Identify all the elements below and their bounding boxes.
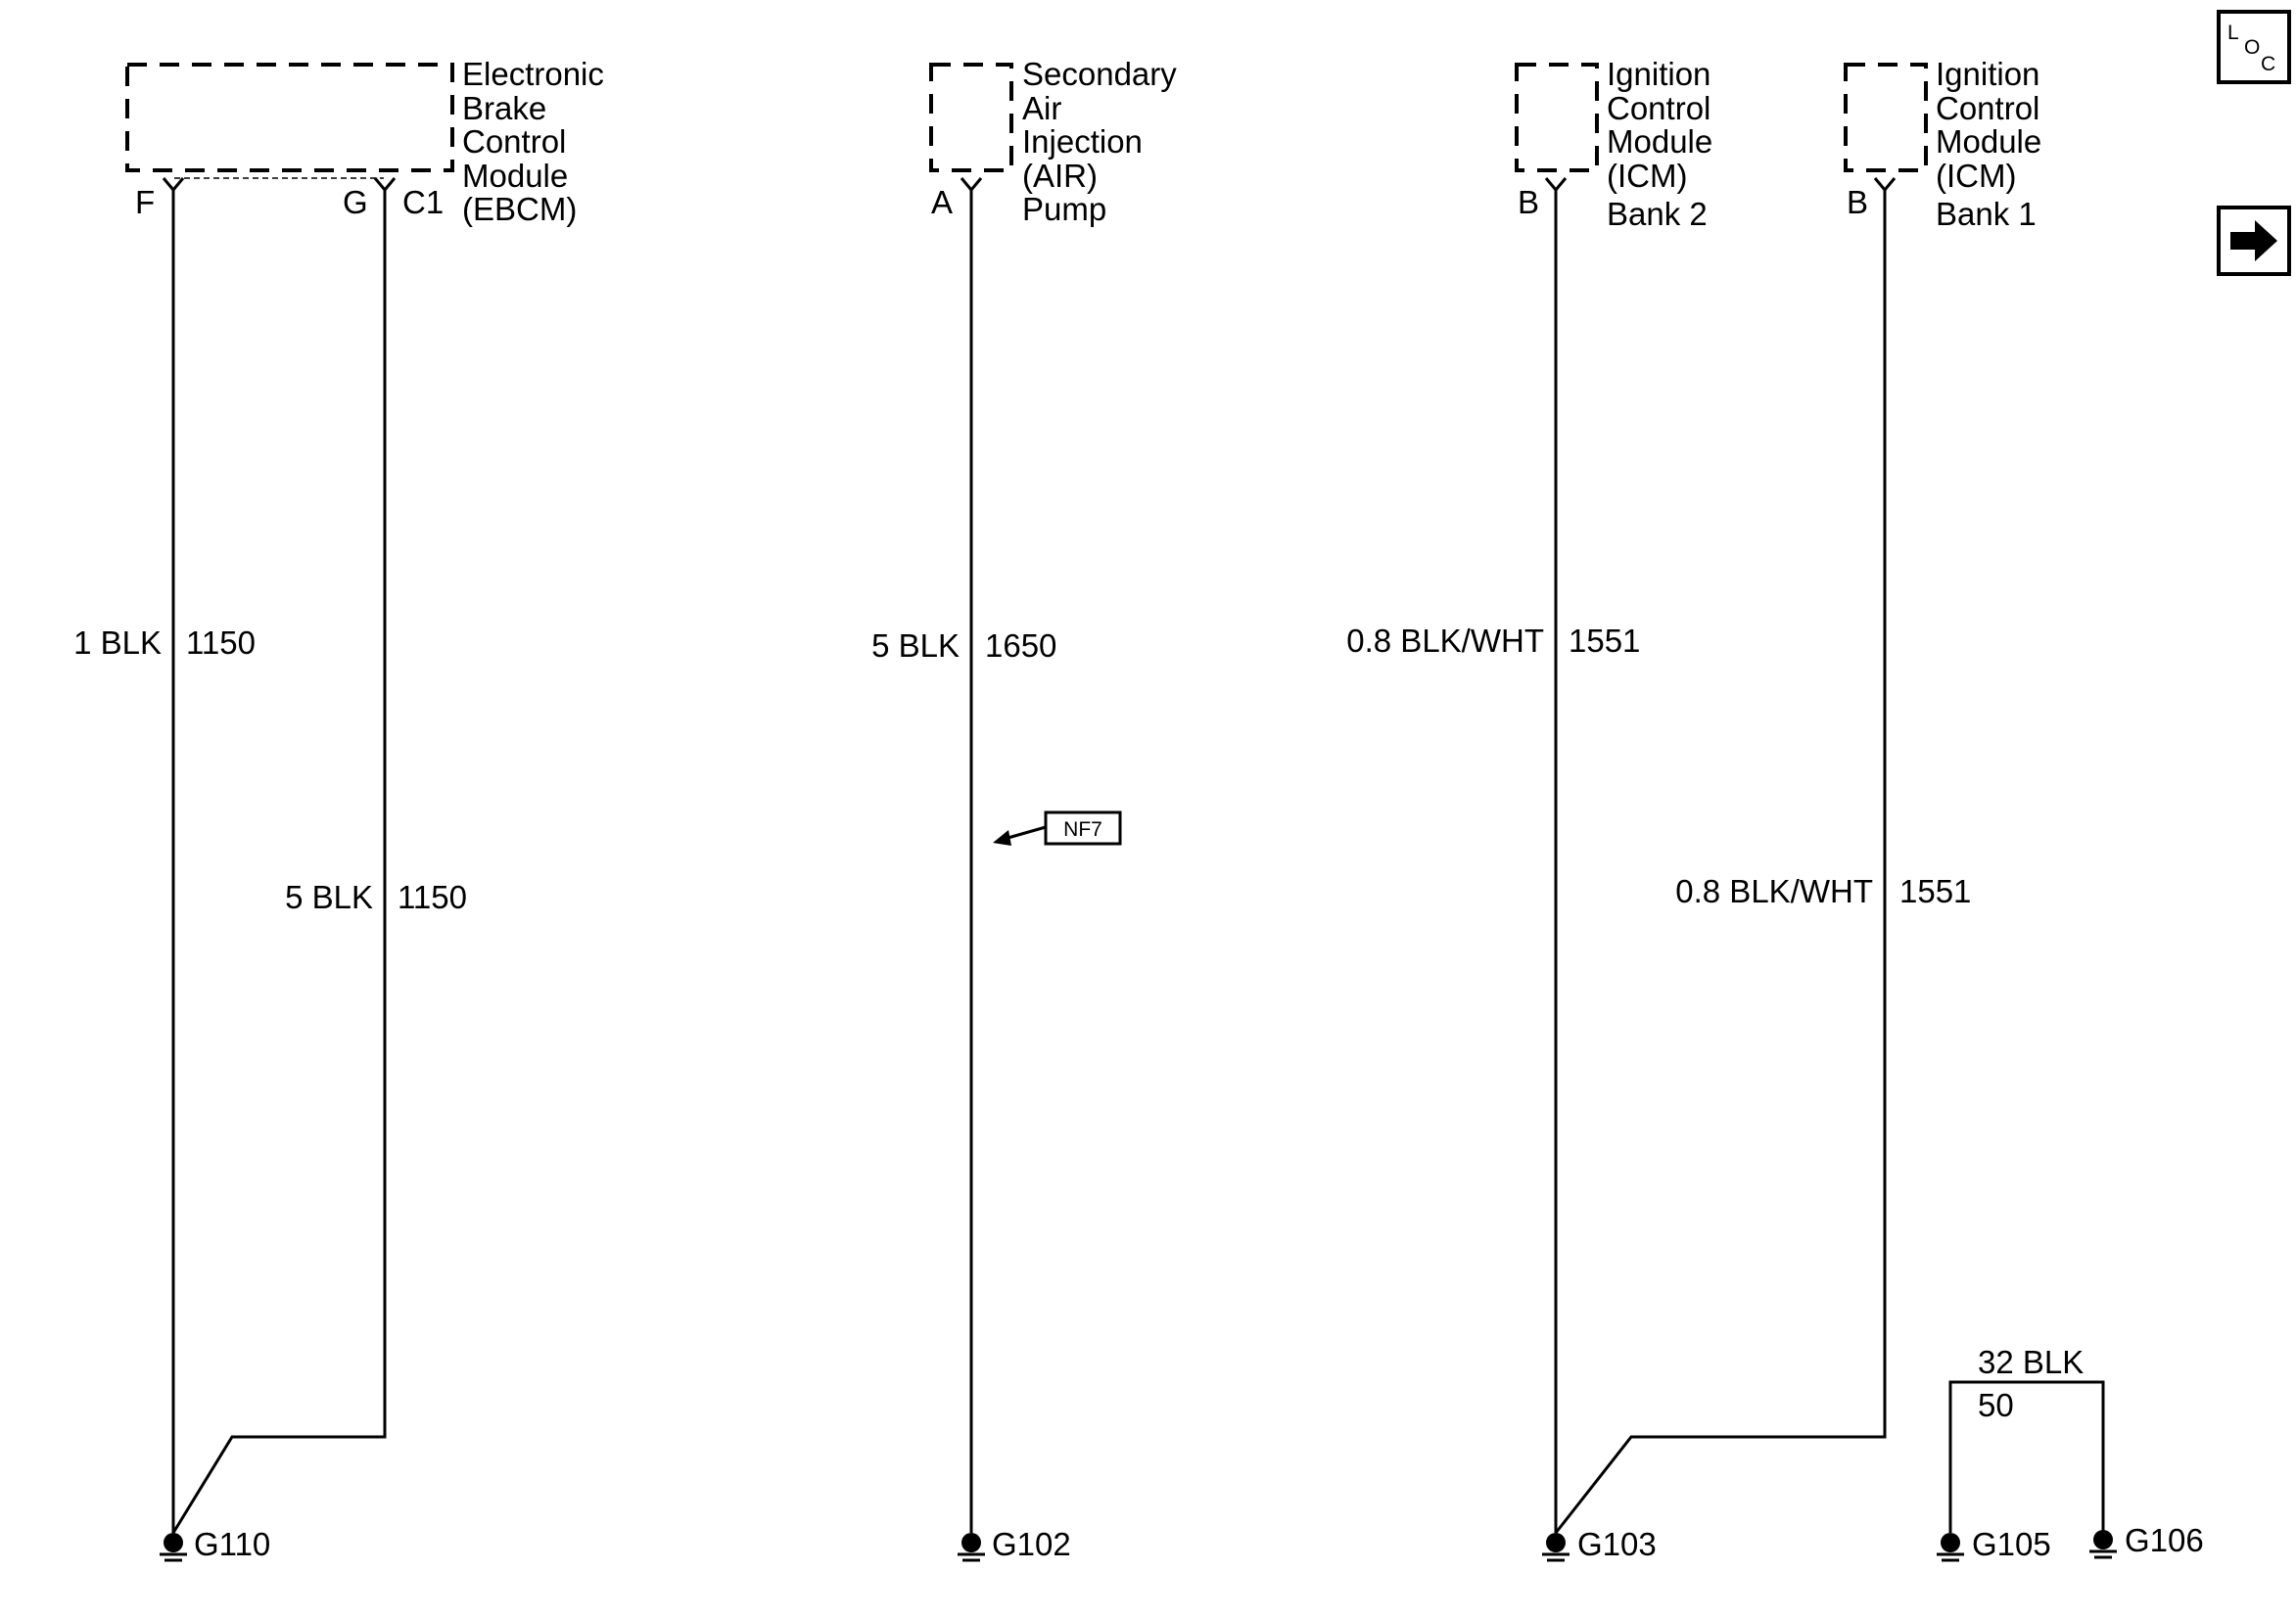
ebcm-pin-f-label: F (135, 184, 155, 220)
air-pump-pin-a-terminal (960, 177, 983, 193)
icm-bank2-name-line: Control (1607, 90, 1710, 126)
nf7-callout-leader (1004, 825, 1047, 841)
air-pump-name-line: Secondary (1022, 56, 1177, 92)
loc-letter: C (2261, 53, 2275, 75)
ebcm-outline (125, 63, 454, 172)
ground-icon (1542, 1533, 1570, 1562)
location-view-button[interactable]: L O C (2217, 10, 2291, 84)
ground-label: G106 (2125, 1522, 2204, 1558)
ground-label: G110 (194, 1526, 270, 1562)
ebcm-name-line: Electronic (462, 56, 604, 92)
ebcm-name-line: Module (462, 158, 568, 194)
icm-bank2-pin-b-terminal (1544, 177, 1568, 193)
icm-bank2-name-line: (ICM) (1607, 158, 1687, 194)
wire-label: 0.8 BLK/WHT (1675, 873, 1873, 909)
wire-icm-bank1 (1554, 190, 1887, 1534)
wire-circuit: 50 (1978, 1387, 2014, 1423)
air-pump-outline (929, 63, 1013, 172)
wire-label: 5 BLK (871, 627, 960, 664)
right-arrow-icon (2230, 220, 2277, 261)
loc-letter: O (2244, 36, 2260, 59)
nf7-callout[interactable]: NF7 (993, 810, 1122, 846)
icm-bank1-pin-b-label: B (1847, 184, 1868, 220)
ground-label: G102 (992, 1526, 1071, 1562)
ground-icon (160, 1533, 187, 1562)
ebcm-pin-f-terminal (162, 177, 185, 193)
air-pump-name-line: Pump (1022, 191, 1106, 227)
loc-letter: L (2227, 22, 2239, 44)
icm-bank2-pin-b-label: B (1518, 184, 1539, 220)
icm-bank1-component: Ignition Control Module (ICM) Bank 1 B (1844, 56, 2041, 232)
air-pump-name-line: Injection (1022, 123, 1143, 160)
wire-circuit: 1150 (186, 624, 256, 661)
icm-bank1-name-line: Ignition (1936, 56, 2039, 92)
icm-bank1-pin-b-terminal (1873, 177, 1897, 193)
wire-label: 1 BLK (73, 624, 162, 661)
icm-bank2-name-line: Ignition (1607, 56, 1710, 92)
ebcm-pin-g-terminal (373, 177, 397, 193)
wire-circuit: 1150 (398, 879, 467, 915)
nf7-arrowhead-icon (993, 830, 1011, 846)
icm-bank2-name-line: Module (1607, 123, 1712, 160)
ground-icon (2089, 1530, 2117, 1559)
ground-label: G105 (1972, 1526, 2051, 1562)
air-pump-name-line: (AIR) (1022, 158, 1098, 194)
wire-circuit: 1551 (1899, 873, 1971, 909)
location-view-box (2217, 10, 2291, 84)
ebcm-connector-label: C1 (402, 184, 444, 220)
nf7-callout-label: NF7 (1063, 818, 1102, 841)
icm-bank2-component: Ignition Control Module (ICM) Bank 2 B (1515, 56, 1712, 232)
icm-bank2-outline (1515, 63, 1599, 172)
wire-circuit: 1551 (1569, 623, 1640, 659)
air-pump-component: Secondary Air Injection (AIR) Pump A (929, 56, 1177, 227)
wire-label: 0.8 BLK/WHT (1346, 623, 1544, 659)
icm-bank1-name-line: Control (1936, 90, 2039, 126)
ground-g106: G106 (2089, 1522, 2204, 1559)
icm-bank1-outline (1844, 63, 1928, 172)
ebcm-name-line: Control (462, 123, 566, 160)
ground-g110: G110 (160, 1526, 270, 1562)
ebcm-component: Electronic Brake Control Module (EBCM) F… (125, 56, 604, 227)
ebcm-pin-g-label: G (343, 184, 368, 220)
ground-icon (1937, 1533, 1964, 1562)
icm-bank1-name-line: Bank 1 (1936, 196, 2037, 232)
wire-ebcm-g (171, 190, 387, 1534)
icm-bank1-name-line: (ICM) (1936, 158, 2016, 194)
wire-label: 32 BLK (1978, 1344, 2084, 1380)
wire-label: 5 BLK (285, 879, 373, 915)
air-pump-pin-a-label: A (931, 184, 953, 220)
wire-ground-strap (1948, 1380, 2105, 1533)
ground-label: G103 (1577, 1526, 1657, 1562)
air-pump-name-line: Air (1022, 90, 1061, 126)
wire-circuit: 1650 (985, 627, 1056, 664)
ebcm-name-line: Brake (462, 90, 546, 126)
next-page-button[interactable] (2217, 206, 2291, 276)
icm-bank1-name-line: Module (1936, 123, 2041, 160)
ground-g102: G102 (958, 1526, 1071, 1562)
ground-g105: G105 (1937, 1526, 2051, 1562)
ground-g103: G103 (1542, 1526, 1657, 1562)
ground-icon (958, 1533, 985, 1562)
icm-bank2-name-line: Bank 2 (1607, 196, 1708, 232)
ebcm-name-line: (EBCM) (462, 191, 577, 227)
